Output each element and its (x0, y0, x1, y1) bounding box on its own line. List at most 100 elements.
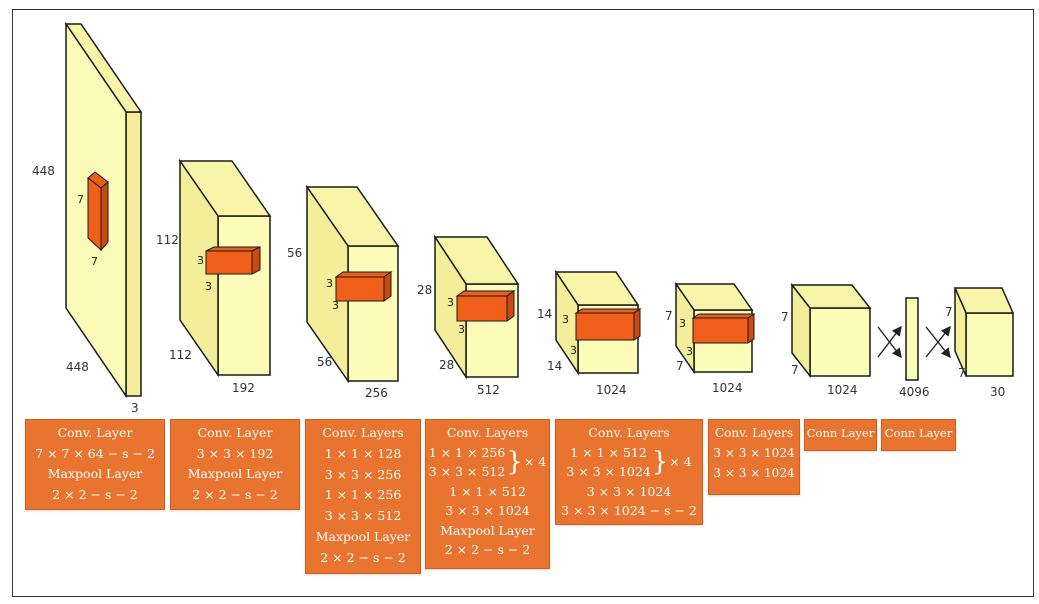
layer-box-8: Conn Layer (881, 419, 956, 451)
volume-3-depth-label: 256 (365, 386, 388, 400)
layer-box-4-line-4: 2 × 2 − s − 2 (444, 542, 531, 557)
volume-1-depth-label: 3 (131, 401, 139, 415)
layer-box-4-title: Conv. Layers (446, 425, 529, 440)
kernel-1 (87, 171, 109, 252)
volume-2-side (179, 158, 219, 378)
volume-9-width-label: 7 (958, 366, 966, 380)
kernel-5-width-label: 3 (570, 344, 577, 357)
volume-7-depth-label: 1024 (827, 383, 858, 397)
layer-box-3-line-3: 3 × 3 × 256 (324, 466, 402, 482)
volume-4-side (434, 234, 467, 380)
volume-5-height-label: 14 (537, 307, 552, 321)
layer-box-1-line-1: Conv. Layer (57, 425, 133, 440)
volume-6-depth-label: 1024 (712, 381, 743, 395)
kernel-2-width-label: 3 (205, 280, 212, 293)
volume-6-height-label: 7 (665, 309, 673, 323)
kernel-6 (691, 313, 756, 344)
volume-9-depth-label: 30 (990, 385, 1005, 399)
kernel-1-width-label: 7 (91, 255, 98, 268)
layer-box-3-line-4: 1 × 1 × 256 (324, 487, 402, 503)
layer-box-2-line-2: 3 × 3 × 192 (196, 445, 274, 461)
brace-icon: } (506, 447, 523, 477)
volume-6-side (675, 281, 695, 375)
kernel-5-height-label: 3 (562, 313, 569, 326)
brace-icon: } (651, 447, 669, 477)
volume-8-depth-label: 4096 (899, 385, 930, 399)
layer-box-2: Conv. Layer 3 × 3 × 192 Maxpool Layer 2 … (170, 419, 300, 510)
layer-box-4-group-line-2: 3 × 3 × 512 (428, 464, 506, 479)
layer-box-5-line-1: 3 × 3 × 1024 (586, 483, 672, 499)
volume-3-side (306, 184, 349, 384)
volume-8 (905, 297, 919, 381)
volume-7 (790, 282, 872, 379)
kernel-6-width-label: 3 (686, 345, 693, 358)
layer-box-6-line-3: 3 × 3 × 1024 (713, 466, 795, 480)
volume-7-front (809, 307, 871, 377)
kernel-1-height-label: 7 (77, 193, 84, 206)
volume-8-front (905, 297, 919, 381)
volume-9-front (965, 312, 1014, 377)
volume-1-height-label: 448 (32, 164, 55, 178)
volume-5-width-label: 14 (547, 359, 562, 373)
layer-box-3-line-6: Maxpool Layer (315, 528, 411, 544)
layer-box-7: Conn Layer (804, 419, 877, 451)
volume-9-side (954, 287, 967, 377)
volume-1-side (125, 111, 142, 397)
volume-3-height-label: 56 (287, 246, 302, 260)
connection-arrows-2 (925, 325, 951, 359)
layer-box-4-group-line-1: 1 × 1 × 256 (428, 444, 506, 460)
layer-box-1-line-3: Maxpool Layer (47, 466, 143, 481)
volume-2-width-label: 112 (169, 348, 192, 362)
layer-box-4: Conv. Layers 1 × 1 × 256 3 × 3 × 512 } ×… (425, 419, 550, 569)
kernel-3-height-label: 3 (326, 277, 333, 290)
layer-box-4-line-2: 3 × 3 × 1024 (445, 503, 530, 518)
volume-9-height-label: 7 (945, 305, 953, 319)
volume-4-height-label: 28 (417, 283, 432, 297)
layer-box-3: Conv. Layers 1 × 1 × 128 3 × 3 × 256 1 ×… (305, 419, 421, 574)
connection-arrows-1 (877, 325, 902, 359)
layer-box-5-repeat-group: 1 × 1 × 512 3 × 3 × 1024 } × 4 (566, 443, 692, 482)
layer-box-5-line-2: 3 × 3 × 1024 − s − 2 (561, 503, 697, 518)
volume-4-width-label: 28 (439, 358, 454, 372)
kernel-3-width-label: 3 (332, 299, 339, 312)
layer-box-3-line-5: 3 × 3 × 512 (324, 508, 402, 524)
kernel-4-width-label: 3 (458, 323, 465, 336)
layer-box-5-repeat: × 4 (669, 454, 692, 470)
volume-3-front (347, 245, 399, 382)
layer-box-2-line-4: 2 × 2 − s − 2 (192, 486, 278, 502)
volume-2 (178, 158, 272, 378)
kernel-4-height-label: 3 (447, 296, 454, 309)
layer-box-3-line-1: Conv. Layers (322, 425, 404, 440)
volume-7-side (791, 282, 811, 379)
volume-2-height-label: 112 (156, 233, 179, 247)
volume-6-width-label: 7 (676, 359, 684, 373)
volume-7-width-label: 7 (791, 363, 799, 377)
layer-box-1-line-4: 2 × 2 − s − 2 (52, 486, 138, 502)
kernel-5 (574, 308, 642, 341)
layer-box-5-title: Conv. Layers (588, 425, 670, 440)
layer-box-6-line-2: 3 × 3 × 1024 (713, 446, 795, 460)
layer-box-6-line-1: Conv. Layers (714, 426, 794, 440)
layer-box-4-line-3: Maxpool Layer (440, 522, 535, 538)
volume-7-height-label: 7 (781, 310, 789, 324)
kernel-3 (334, 271, 393, 302)
volume-5 (554, 269, 642, 376)
volume-2-front (217, 215, 271, 376)
volume-1-width-label: 448 (66, 360, 89, 374)
layer-box-5-group-line-2: 3 × 3 × 1024 (566, 464, 651, 479)
layer-box-5: Conv. Layers 1 × 1 × 512 3 × 3 × 1024 } … (555, 419, 703, 525)
volume-4 (433, 234, 520, 380)
volume-5-depth-label: 1024 (596, 383, 627, 397)
layer-box-4-line-1: 1 × 1 × 512 (449, 483, 526, 499)
volume-4-depth-label: 512 (477, 383, 500, 397)
layer-box-5-group-line-1: 1 × 1 × 512 (570, 444, 647, 460)
volume-3-width-label: 56 (317, 355, 332, 369)
layer-box-7-line-1: Conn Layer (806, 426, 875, 440)
layer-box-8-line-1: Conn Layer (884, 426, 953, 440)
layer-box-4-repeat-group: 1 × 1 × 256 3 × 3 × 512 } × 4 (429, 443, 547, 482)
layer-box-1: Conv. Layer 7 × 7 × 64 − s − 2 Maxpool L… (25, 419, 165, 510)
volume-1 (64, 21, 143, 399)
kernel-6-height-label: 3 (679, 317, 686, 330)
volume-3 (305, 184, 400, 384)
